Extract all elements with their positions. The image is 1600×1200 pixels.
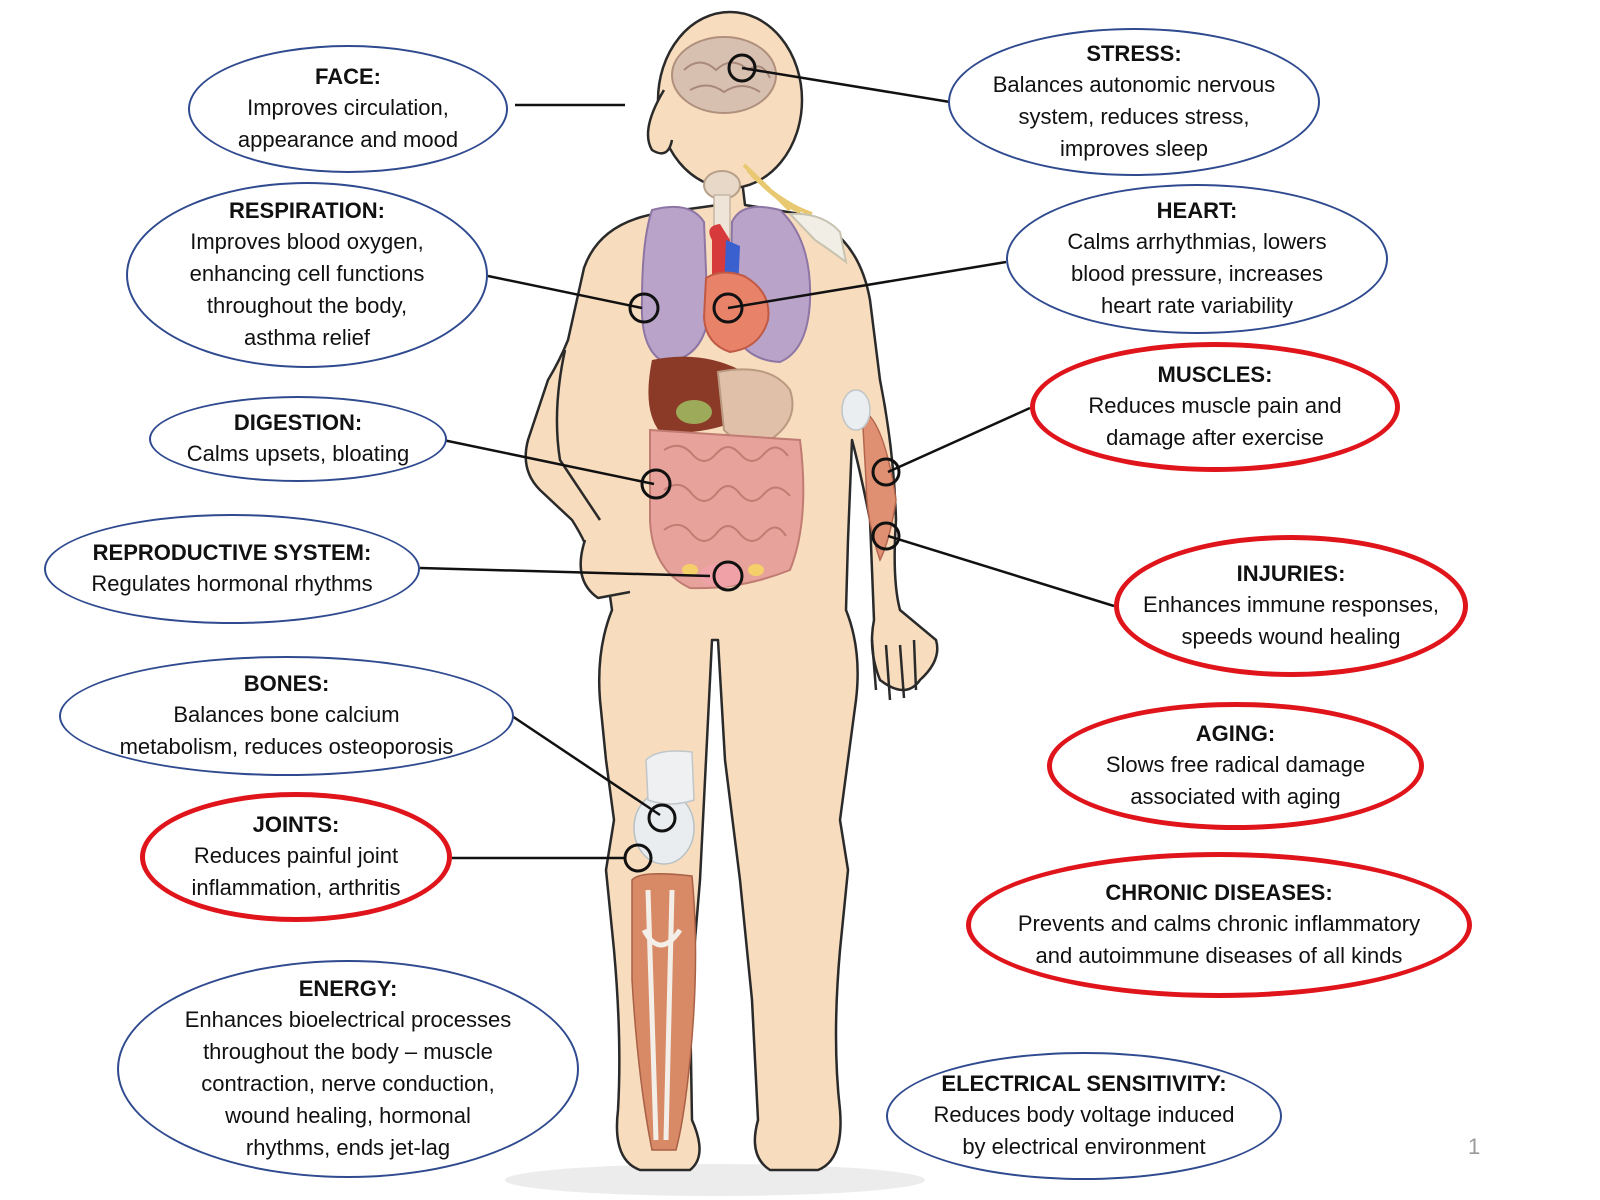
marker-reproductive: [712, 560, 744, 592]
callout-electrical: ELECTRICAL SENSITIVITY: Reduces body vol…: [886, 1052, 1282, 1180]
marker-wrist: [871, 521, 901, 551]
callout-face-title: FACE:: [315, 64, 381, 89]
callout-reproductive-title: REPRODUCTIVE SYSTEM:: [92, 540, 372, 565]
ovary-right: [748, 564, 764, 576]
callout-chronic: CHRONIC DISEASES: Prevents and calms chr…: [966, 852, 1472, 998]
neck-nerves: [742, 163, 813, 216]
markers: [623, 53, 901, 873]
callout-stress-title: STRESS:: [1086, 41, 1182, 66]
callout-respiration-body: Improves blood oxygen, enhancing cell fu…: [189, 229, 425, 350]
marker-joints: [623, 843, 653, 873]
callout-aging: AGING: Slows free radical damage associa…: [1047, 702, 1424, 830]
floor-shadow: [505, 1164, 925, 1196]
callout-respiration: RESPIRATION: Improves blood oxygen, enha…: [126, 182, 488, 368]
callout-aging-body: Slows free radical damage associated wit…: [1105, 752, 1366, 809]
callout-energy-title: ENERGY:: [298, 976, 398, 1001]
callout-bones-body: Balances bone calcium metabolism, reduce…: [119, 702, 454, 759]
callout-chronic-body: Prevents and calms chronic inflammatory …: [1017, 911, 1421, 968]
callout-bones: BONES: Balances bone calcium metabolism,…: [59, 656, 514, 776]
callout-injuries-body: Enhances immune responses, speeds wound …: [1143, 592, 1439, 649]
marker-heart: [712, 292, 744, 324]
callout-digestion-body: Calms upsets, bloating: [186, 441, 410, 466]
callout-injuries-title: INJURIES:: [1236, 561, 1346, 586]
callout-energy: ENERGY: Enhances bioelectrical processes…: [117, 960, 579, 1178]
marker-digestion: [640, 468, 672, 500]
callout-joints-body: Reduces painful joint inflammation, arth…: [191, 843, 401, 900]
callout-respiration-title: RESPIRATION:: [228, 198, 386, 223]
liver: [648, 356, 740, 433]
stomach: [716, 368, 794, 444]
page-number: 1: [1468, 1134, 1481, 1159]
marker-muscle: [871, 457, 901, 487]
callout-stress-body: Balances autonomic nervous system, reduc…: [992, 72, 1276, 161]
callout-bones-title: BONES:: [243, 671, 330, 696]
callout-muscles-body: Reduces muscle pain and damage after exe…: [1088, 393, 1342, 450]
marker-lung: [628, 292, 660, 324]
callout-digestion-title: DIGESTION:: [233, 410, 363, 435]
callout-electrical-body: Reduces body voltage induced by electric…: [933, 1102, 1235, 1159]
callout-stress: STRESS: Balances autonomic nervous syste…: [948, 28, 1320, 176]
marker-bones: [647, 803, 677, 833]
marker-brain: [727, 53, 757, 83]
callout-aging-title: AGING:: [1195, 721, 1276, 746]
shoulder-bones: [787, 212, 848, 265]
ovary-left: [682, 564, 698, 576]
callout-heart-title: HEART:: [1156, 198, 1238, 223]
callout-joints: JOINTS: Reduces painful joint inflammati…: [140, 792, 452, 922]
callout-reproductive-body: Regulates hormonal rhythms: [91, 571, 373, 596]
callout-digestion: DIGESTION: Calms upsets, bloating: [149, 396, 447, 482]
callout-injuries: INJURIES: Enhances immune responses, spe…: [1114, 535, 1468, 677]
brain: [671, 36, 777, 114]
intestines: [649, 428, 805, 590]
callout-heart: HEART: Calms arrhythmias, lowers blood p…: [1006, 184, 1388, 334]
callout-muscles: MUSCLES: Reduces muscle pain and damage …: [1030, 342, 1400, 472]
callout-reproductive: REPRODUCTIVE SYSTEM: Regulates hormonal …: [44, 514, 420, 624]
callout-electrical-title: ELECTRICAL SENSITIVITY:: [941, 1071, 1227, 1096]
callout-heart-body: Calms arrhythmias, lowers blood pressure…: [1067, 229, 1327, 318]
callout-joints-title: JOINTS:: [252, 812, 340, 837]
heart: [702, 271, 770, 354]
aorta: [709, 224, 730, 280]
gallbladder: [676, 400, 712, 424]
brain-folds: [683, 61, 771, 94]
callout-face: FACE: Improves circulation, appearance a…: [188, 45, 508, 173]
thigh-muscle: [645, 750, 695, 805]
leg-tendons: [641, 889, 683, 1141]
callout-energy-body: Enhances bioelectrical processes through…: [184, 1007, 512, 1160]
connector-lines: [419, 66, 1115, 860]
callout-chronic-title: CHRONIC DISEASES:: [1105, 880, 1333, 905]
elbow-bone: [841, 389, 871, 431]
callout-muscles-title: MUSCLES:: [1157, 362, 1273, 387]
uterus: [700, 563, 744, 587]
callout-face-body: Improves circulation, appearance and moo…: [237, 95, 459, 152]
intestine-coils: [663, 444, 791, 542]
